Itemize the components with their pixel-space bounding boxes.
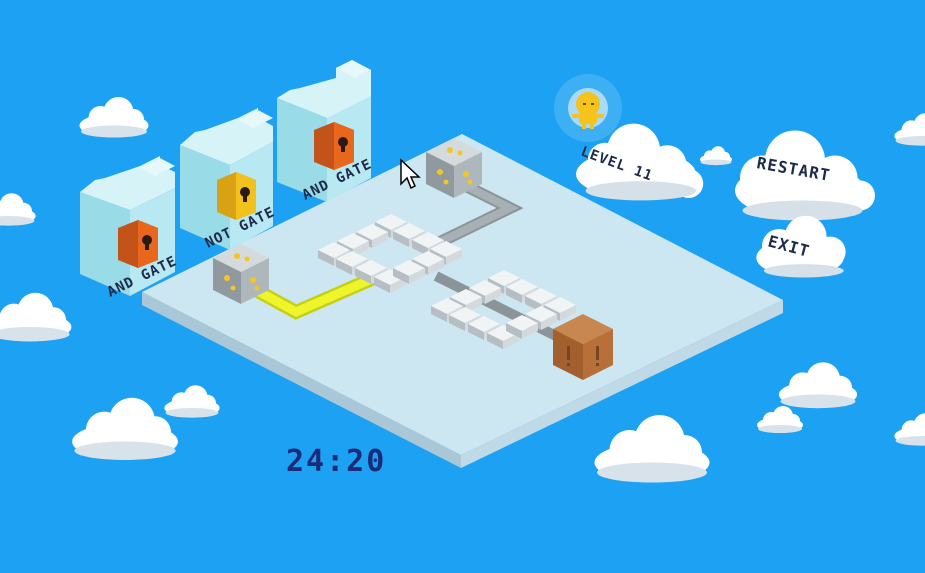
power-source-block[interactable] <box>426 138 482 198</box>
lock-icon <box>314 122 354 170</box>
cursor-arrow <box>400 158 421 190</box>
restart-button[interactable]: RESTART <box>735 130 875 221</box>
and-gate-castle-2[interactable] <box>277 60 371 202</box>
not-gate-castle[interactable] <box>180 108 273 250</box>
level-cloud: LEVEL 11 <box>576 123 704 201</box>
exit-button[interactable]: EXIT <box>756 215 846 278</box>
player-avatar <box>554 74 622 142</box>
and-gate-castle-1[interactable] <box>80 156 175 296</box>
lock-icon <box>118 220 158 268</box>
crate-block[interactable] <box>553 314 613 380</box>
power-source-block[interactable] <box>213 244 269 304</box>
lock-icon <box>217 172 256 220</box>
timer: 24:20 <box>286 444 387 479</box>
